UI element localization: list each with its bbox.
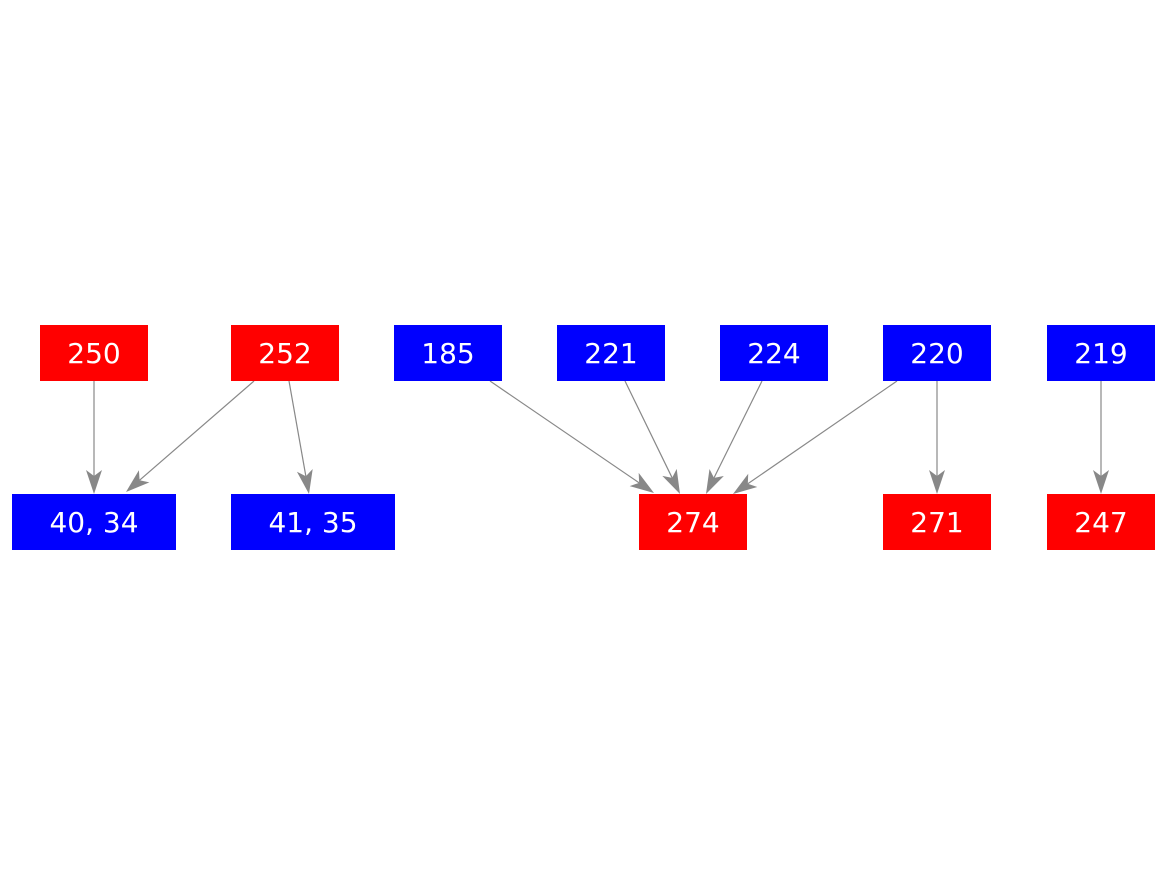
edge-220-to-271 bbox=[929, 381, 945, 494]
node-box bbox=[883, 325, 991, 381]
edge-250-to-4034 bbox=[86, 381, 102, 494]
node-label: 224 bbox=[747, 337, 800, 370]
node-185: 185 bbox=[394, 325, 502, 381]
node-box bbox=[40, 325, 148, 381]
node-label: 252 bbox=[258, 337, 311, 370]
edge-224-to-274 bbox=[706, 380, 763, 494]
node-box bbox=[1047, 325, 1155, 381]
arrowhead-icon bbox=[296, 468, 313, 494]
edge-line bbox=[713, 380, 763, 479]
node-label: 40, 34 bbox=[49, 506, 138, 539]
edge-221-to-274 bbox=[624, 380, 680, 494]
edge-line bbox=[747, 380, 898, 485]
node-label: 247 bbox=[1074, 506, 1127, 539]
edge-252-to-4034 bbox=[126, 380, 255, 492]
edge-219-to-247 bbox=[1093, 381, 1109, 494]
node-252: 252 bbox=[231, 325, 339, 381]
node-box bbox=[1047, 494, 1155, 550]
edge-220-to-274 bbox=[733, 380, 898, 494]
node-label: 271 bbox=[910, 506, 963, 539]
arrowhead-icon bbox=[126, 470, 150, 492]
edge-line bbox=[489, 380, 640, 484]
node-label: 219 bbox=[1074, 337, 1127, 370]
node-box bbox=[12, 494, 176, 550]
node-224: 224 bbox=[720, 325, 828, 381]
node-box bbox=[394, 325, 502, 381]
edge-line bbox=[624, 380, 673, 479]
node-4034: 40, 34 bbox=[12, 494, 176, 550]
node-box bbox=[231, 494, 395, 550]
arrowhead-icon bbox=[86, 470, 102, 494]
nodes-layer: 250 252 185 221 224 220 219 40, 34 41, 35 274 271 2… bbox=[12, 325, 1155, 550]
node-label: 185 bbox=[421, 337, 474, 370]
edge-252-to-4135 bbox=[288, 380, 313, 494]
arrowhead-icon bbox=[706, 468, 724, 494]
node-label: 250 bbox=[67, 337, 120, 370]
edge-185-to-274 bbox=[489, 380, 654, 493]
node-label: 220 bbox=[910, 337, 963, 370]
arrowhead-icon bbox=[733, 473, 758, 494]
node-box bbox=[639, 494, 747, 550]
node-250: 250 bbox=[40, 325, 148, 381]
node-label: 41, 35 bbox=[268, 506, 357, 539]
node-274: 274 bbox=[639, 494, 747, 550]
node-box bbox=[720, 325, 828, 381]
arrowhead-icon bbox=[629, 472, 654, 493]
node-box bbox=[883, 494, 991, 550]
edges-layer bbox=[86, 380, 1109, 494]
arrowhead-icon bbox=[929, 470, 945, 494]
node-label: 274 bbox=[666, 506, 719, 539]
arrowhead-icon bbox=[1093, 470, 1109, 494]
edge-line bbox=[139, 380, 255, 481]
node-220: 220 bbox=[883, 325, 991, 381]
node-4135: 41, 35 bbox=[231, 494, 395, 550]
edge-line bbox=[288, 380, 307, 477]
node-271: 271 bbox=[883, 494, 991, 550]
node-box bbox=[557, 325, 665, 381]
node-label: 221 bbox=[584, 337, 637, 370]
node-box bbox=[231, 325, 339, 381]
arrowhead-icon bbox=[662, 468, 680, 494]
node-219: 219 bbox=[1047, 325, 1155, 381]
node-247: 247 bbox=[1047, 494, 1155, 550]
node-221: 221 bbox=[557, 325, 665, 381]
